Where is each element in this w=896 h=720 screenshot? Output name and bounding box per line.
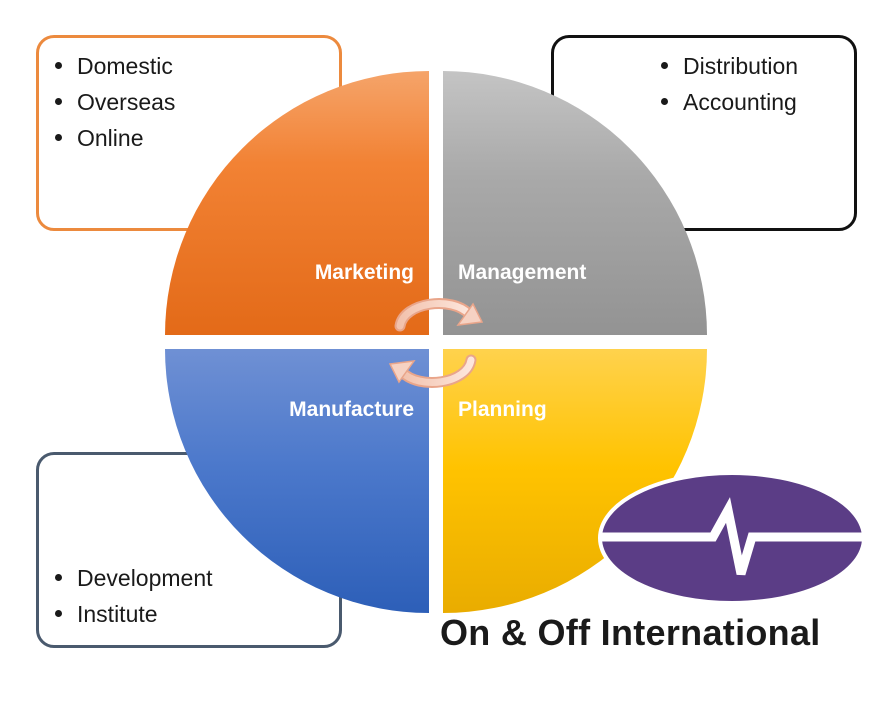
cycle-arrows-icon <box>388 298 484 388</box>
company-logo <box>598 471 866 605</box>
bullet-icon <box>55 610 62 618</box>
list-item: Accounting <box>661 84 798 120</box>
planning-label: Planning <box>458 398 547 421</box>
list-item: Domestic <box>55 48 175 84</box>
bullet-icon <box>55 134 62 142</box>
bullet-icon <box>661 98 668 106</box>
marketing-quadrant <box>165 71 429 335</box>
planning-quadrant <box>443 349 707 613</box>
list-item: Overseas <box>55 84 175 120</box>
management-items-list: Distribution Accounting <box>661 48 798 120</box>
bullet-icon <box>55 98 62 106</box>
bullet-icon <box>55 62 62 70</box>
manufacture-quadrant <box>165 349 429 613</box>
list-item: Online <box>55 120 175 156</box>
company-name: On & Off International <box>440 612 821 653</box>
bullet-icon <box>55 574 62 582</box>
management-quadrant <box>443 71 707 335</box>
manufacture-label: Manufacture <box>289 398 414 421</box>
bullet-icon <box>661 62 668 70</box>
list-item: Institute <box>55 596 213 632</box>
management-label: Management <box>458 261 586 284</box>
list-item: Development <box>55 560 213 596</box>
marketing-items-list: Domestic Overseas Online <box>55 48 175 156</box>
marketing-label: Marketing <box>315 261 414 284</box>
list-item: Distribution <box>661 48 798 84</box>
manufacture-items-list: Development Institute <box>55 560 213 632</box>
